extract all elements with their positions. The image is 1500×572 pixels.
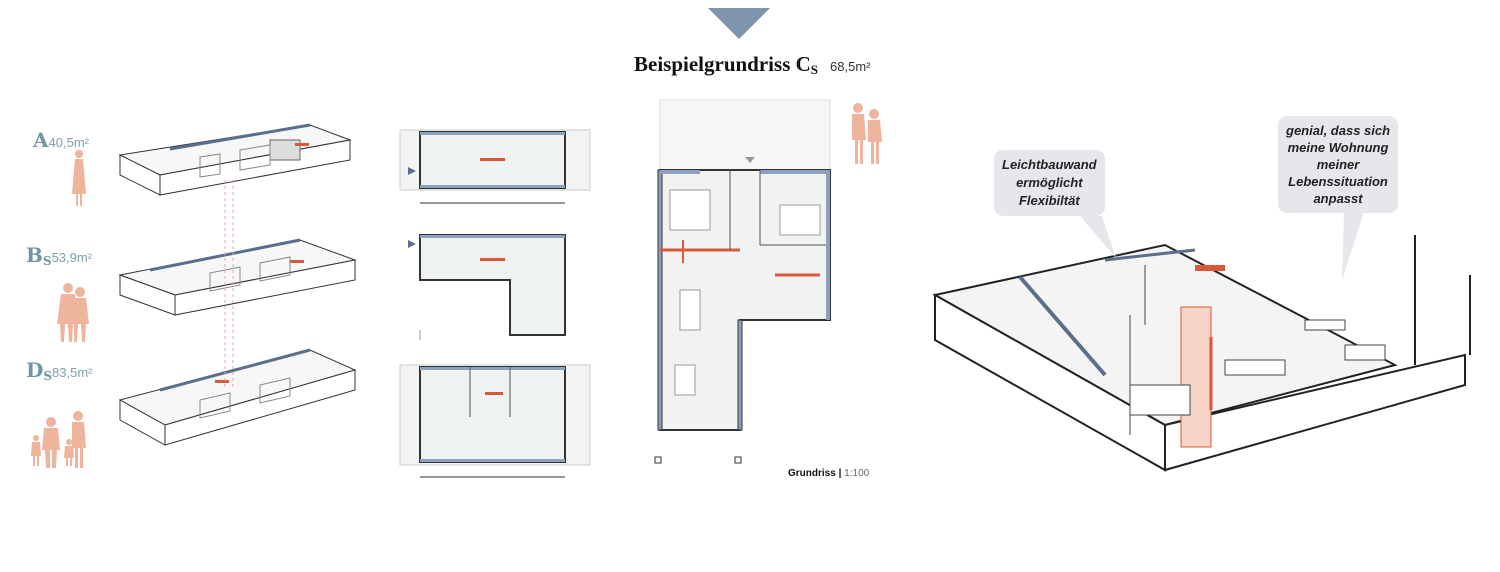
- bubble-line: Leichtbauwand: [1002, 157, 1097, 172]
- isometric-model-bs: [118, 238, 357, 316]
- unit-label-bs: BS53,9m²: [26, 243, 93, 268]
- bubble-line: Lebenssituation: [1288, 174, 1388, 189]
- title-row: Beispielgrundriss CS 68,5m²: [634, 52, 870, 78]
- bubble-line: ermöglicht: [1016, 175, 1083, 190]
- bubble-line: genial, dass sich: [1286, 123, 1391, 138]
- speech-bubble-resident: genial, dass sich meine Wohnung meiner L…: [1278, 116, 1399, 213]
- floorplan-bs: [408, 234, 566, 340]
- isometric-model-a: [118, 123, 352, 196]
- person-single-icon: [72, 150, 86, 206]
- bubble-line: meine Wohnung: [1287, 140, 1389, 155]
- bubble-line: Flexibiltät: [1018, 193, 1080, 208]
- bubble-line: meiner: [1316, 157, 1360, 172]
- plan-caption: Grundriss | 1:100: [788, 468, 870, 479]
- down-arrow-marker: [708, 8, 770, 39]
- floorplan-ds: [399, 364, 591, 478]
- isometric-apartment-cs: [932, 235, 1471, 472]
- speech-bubble-partition: Leichtbauwand ermöglicht Flexibiltät: [994, 150, 1105, 216]
- bubble-line: anpasst: [1313, 191, 1363, 206]
- bubble-pointer: [1080, 216, 1116, 258]
- person-couple-icon: [57, 283, 89, 342]
- alignment-guide: [224, 180, 234, 390]
- main-floorplan-cs: [654, 99, 831, 464]
- bubble-pointer: [1342, 212, 1364, 280]
- title-area: 68,5m²: [830, 59, 871, 74]
- page-title: Beispielgrundriss CS: [634, 52, 819, 77]
- unit-label-a: A40,5m²: [33, 128, 89, 152]
- unit-label-ds: DS83,5m²: [26, 358, 93, 383]
- person-stretching-icon: [852, 103, 882, 164]
- family-icon: [31, 411, 86, 468]
- isometric-model-ds: [118, 348, 357, 446]
- floorplan-a: [399, 129, 591, 204]
